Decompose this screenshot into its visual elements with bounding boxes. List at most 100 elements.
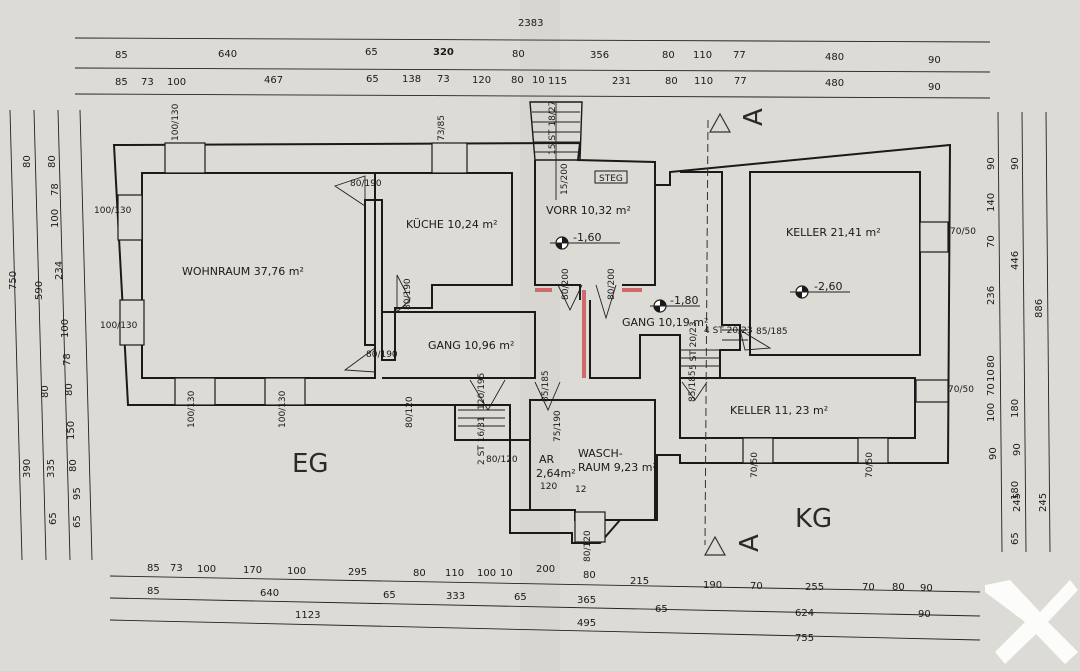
- dim-bot-r1-16: 70: [862, 582, 875, 593]
- steg-box: [594, 170, 628, 184]
- dim-right-c3-6: 70: [986, 383, 997, 396]
- svg-text:73/85: 73/85: [437, 115, 447, 141]
- dim-top-r2-1: 73: [141, 77, 154, 88]
- dim-top-r2-3: 467: [264, 75, 283, 86]
- dim-left-c4-4: 78: [62, 353, 73, 366]
- walls-eg: [112, 141, 952, 544]
- room-wasch-2: RAUM 9,23 m²: [578, 461, 657, 474]
- dim-left-c2-1: 335: [46, 459, 57, 478]
- dim-top-r2-0: 85: [115, 77, 128, 88]
- dim-bot-r3-0: 1123: [295, 610, 320, 621]
- dim-bot-r1-12: 215: [630, 576, 649, 587]
- stair-label-1: 15 ST 18/27: [548, 101, 558, 155]
- dim-bot-r1-11: 80: [583, 570, 596, 581]
- dim-right-c3-11: 65: [1010, 532, 1021, 545]
- room-ar-name: AR: [539, 453, 555, 466]
- dim-right-c3-9: 90: [988, 447, 999, 460]
- dim-left-c3-1: 234: [54, 261, 65, 280]
- dim-top-r1-2: 65: [365, 47, 378, 58]
- dim-top-r2-12: 80: [665, 76, 678, 87]
- dim-left-c4-2: 100: [50, 209, 61, 228]
- svg-text:A: A: [735, 534, 765, 552]
- stair-label-5: 5 ST 20/23: [689, 321, 699, 370]
- floor-label-kg: KG: [795, 504, 832, 534]
- room-kueche: KÜCHE 10,24 m²: [406, 218, 497, 231]
- room-vorr: VORR 10,32 m²: [546, 204, 631, 217]
- dim-top-r1-10: 90: [928, 55, 941, 66]
- dim-bot-r1-10: 200: [536, 564, 555, 575]
- floor-label-eg: EG: [292, 449, 329, 479]
- room-keller-2: KELLER 11, 23 m²: [730, 404, 828, 417]
- svg-text:80/120: 80/120: [583, 530, 593, 562]
- svg-text:12: 12: [575, 485, 586, 495]
- stair-label-2: 15/200: [560, 163, 570, 195]
- dim-bot-r3-2: 755: [795, 633, 814, 644]
- dim-right-c3-4: 80: [986, 355, 997, 368]
- svg-text:80/200: 80/200: [607, 268, 617, 300]
- dim-bot-r1-2: 100: [197, 564, 216, 575]
- svg-text:80/190: 80/190: [403, 278, 413, 310]
- dim-bot-r1-7: 110: [445, 568, 464, 579]
- svg-text:120: 120: [540, 482, 557, 492]
- svg-text:A: A: [739, 108, 769, 126]
- dim-left-outer-0: 750: [8, 271, 19, 290]
- svg-text:-1,60: -1,60: [573, 231, 601, 244]
- dim-top-r2-16: 90: [928, 82, 941, 93]
- dim-total-top: 2383: [518, 18, 543, 29]
- right-dimensions: 886 245 90 446 90 245 90 140 70 236 80 1…: [986, 111, 1051, 553]
- dim-right-c2-3: 245: [1012, 493, 1023, 512]
- dim-top-r1-4: 80: [512, 49, 525, 60]
- svg-text:100/130: 100/130: [100, 321, 138, 331]
- dim-left-c4-1: 78: [50, 183, 61, 196]
- dim-bot-r2-8: 90: [918, 609, 931, 620]
- dim-right-c3-5: 10: [986, 369, 997, 382]
- dim-left-c4-3: 100: [60, 319, 71, 338]
- svg-text:-1,80: -1,80: [670, 294, 698, 307]
- dim-bot-r1-17: 80: [892, 582, 905, 593]
- dim-top-r2-10: 115: [548, 76, 567, 87]
- dim-top-r1-6: 80: [662, 50, 675, 61]
- stair-label-4: 4 ST 20/23: [704, 326, 753, 336]
- dim-top-r2-11: 231: [612, 76, 631, 87]
- staircase-top: 15 ST 18/27 15/200: [529, 101, 583, 200]
- dim-right-outer-0: 886: [1034, 299, 1045, 318]
- level-marker-3: -2,60: [790, 280, 850, 299]
- dim-bot-r3-1: 495: [577, 618, 596, 629]
- section-mark-top: A: [708, 108, 769, 133]
- opening-dimensions: 100/130 73/85 100/130 100/130 100/130 10…: [94, 103, 976, 562]
- dim-top-r2-5: 138: [402, 74, 421, 85]
- room-gang-kg: GANG 10,19 m²: [622, 316, 708, 329]
- dim-right-c2-0: 90: [1010, 157, 1021, 170]
- section-line: [704, 119, 709, 546]
- dim-right-c2-1: 446: [1010, 251, 1021, 270]
- dim-bot-r1-0: 85: [147, 563, 160, 574]
- svg-text:70/50: 70/50: [750, 452, 760, 478]
- svg-text:70/50: 70/50: [950, 227, 976, 237]
- dim-bot-r1-6: 80: [413, 568, 426, 579]
- svg-text:80/120: 80/120: [486, 455, 518, 465]
- svg-text:100/130: 100/130: [171, 103, 181, 141]
- dim-left-c2-0: 590: [34, 281, 45, 300]
- dim-left-outer-1: 390: [22, 459, 33, 478]
- steg-label: STEG: [599, 174, 623, 184]
- dim-bot-r2-0: 85: [147, 586, 160, 597]
- dim-left-c2-2: 65: [48, 512, 59, 525]
- red-walls: [535, 288, 642, 378]
- level-marker-1: -1,60: [550, 231, 620, 250]
- dim-bot-r2-6: 65: [655, 604, 668, 615]
- dim-right-c3-3: 236: [986, 286, 997, 305]
- dim-left-c3-3: 150: [66, 421, 77, 440]
- svg-text:100/130: 100/130: [94, 206, 132, 216]
- dim-bot-r1-8: 100: [477, 568, 496, 579]
- dim-top-r2-2: 100: [167, 77, 186, 88]
- room-keller-1: KELLER 21,41 m²: [786, 226, 881, 239]
- level-marker-2: -1,80: [650, 294, 700, 313]
- dim-left-c4-6: 80: [68, 459, 79, 472]
- svg-text:120/195: 120/195: [477, 373, 487, 410]
- dim-bot-r2-5: 365: [577, 595, 596, 606]
- dim-bot-r2-7: 624: [795, 608, 814, 619]
- dim-top-r2-8: 80: [511, 75, 524, 86]
- dim-left-c3-4: 95: [72, 487, 83, 500]
- dim-top-r2-7: 120: [472, 75, 491, 86]
- dim-left-c4-5: 80: [64, 383, 75, 396]
